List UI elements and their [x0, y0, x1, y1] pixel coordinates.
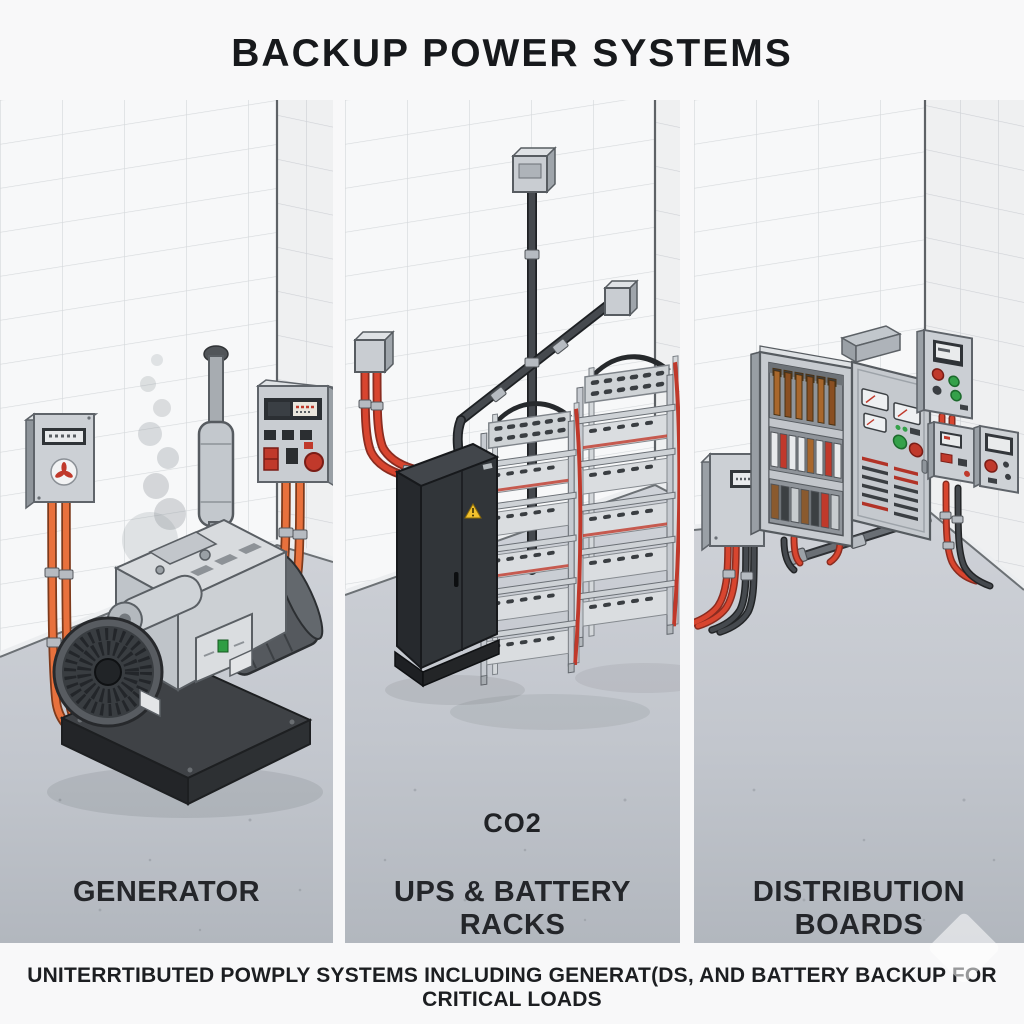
distribution-illustration	[694, 100, 1024, 943]
aux-panel-mid-right	[927, 420, 975, 485]
exhaust-stack	[197, 345, 235, 565]
junction-box-left	[353, 330, 395, 374]
busbars	[772, 367, 837, 426]
panel-ups: CO2 UPS & BATTERY RACKS	[345, 100, 680, 943]
left-panel-cables	[694, 542, 758, 636]
junction-box-top	[511, 146, 557, 194]
rack-shadow-2	[575, 663, 680, 693]
radiator-fan	[52, 616, 164, 728]
distribution-cabinet	[750, 345, 854, 548]
breaker-row-bottom	[770, 483, 840, 531]
generator-illustration	[0, 100, 333, 943]
panel-label-generator: GENERATOR	[72, 876, 261, 908]
breaker-row-mid	[770, 431, 842, 479]
aux-panel-far-right	[973, 424, 1019, 494]
rack-shadow	[450, 694, 650, 730]
door-label-rows	[862, 456, 918, 521]
door-handle	[454, 572, 459, 587]
ups-illustration	[345, 100, 680, 943]
floor-note-co2: CO2	[483, 808, 542, 838]
ups-cabinet	[394, 442, 500, 688]
generator-unit	[52, 345, 324, 806]
stop-button	[908, 442, 924, 458]
wall-meter-panel	[23, 412, 99, 510]
start-button	[892, 434, 908, 450]
door-gauges	[861, 388, 921, 433]
ups-shadow	[385, 675, 525, 705]
panel-distribution: DISTRIBUTION BOARDS	[694, 100, 1024, 943]
page-title: BACKUP POWER SYSTEMS	[231, 32, 793, 75]
junction-box-right	[603, 279, 639, 317]
panel-label-ups: UPS & BATTERY RACKS	[394, 876, 631, 941]
wall-duct	[840, 325, 902, 364]
panel-label-distribution: DISTRIBUTION BOARDS	[752, 876, 966, 941]
engine-control-panel	[255, 379, 333, 486]
caption: UNITERRTIBUTED POWPLY SYSTEMS INCLUDING …	[27, 964, 997, 1011]
fan-glyph-icon	[55, 462, 73, 478]
panel-generator: GENERATOR	[0, 100, 333, 943]
aux-panel-top-right	[916, 328, 973, 420]
